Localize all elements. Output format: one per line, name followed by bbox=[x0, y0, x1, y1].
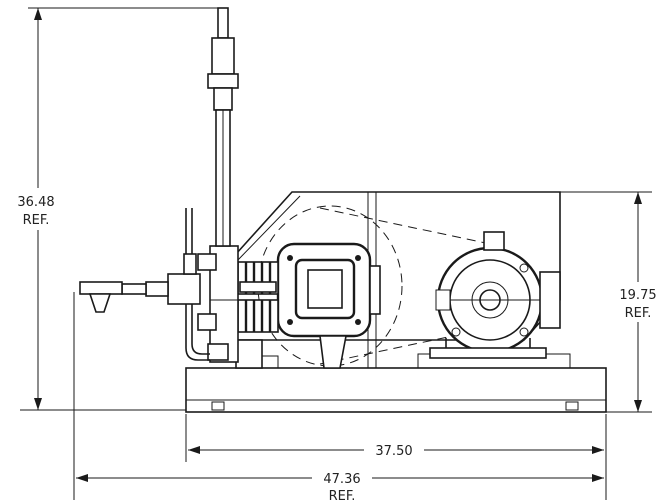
manifold bbox=[197, 245, 239, 363]
height-guard-value: 19.75 bbox=[619, 288, 656, 303]
pump-crankcase bbox=[276, 242, 381, 369]
overall-length-note: REF. bbox=[329, 489, 356, 504]
dimension-overall-length: 47.36 REF. bbox=[73, 292, 604, 504]
overall-length-value: 47.36 bbox=[323, 472, 360, 487]
dimension-height-total: 36.48 REF. bbox=[10, 7, 222, 411]
height-guard-note: REF. bbox=[625, 306, 652, 321]
dimension-base-length: 37.50 bbox=[185, 414, 607, 500]
base-length-value: 37.50 bbox=[375, 444, 412, 459]
electric-motor bbox=[429, 231, 561, 359]
height-total-value: 36.48 bbox=[17, 195, 54, 210]
pump-cylinders bbox=[235, 261, 279, 369]
base-skid bbox=[185, 353, 607, 413]
inlet-piping bbox=[79, 208, 210, 361]
height-total-note: REF. bbox=[23, 213, 50, 228]
relief-valve-stack bbox=[207, 7, 239, 247]
dimension-height-guard: 19.75 REF. bbox=[560, 191, 666, 413]
